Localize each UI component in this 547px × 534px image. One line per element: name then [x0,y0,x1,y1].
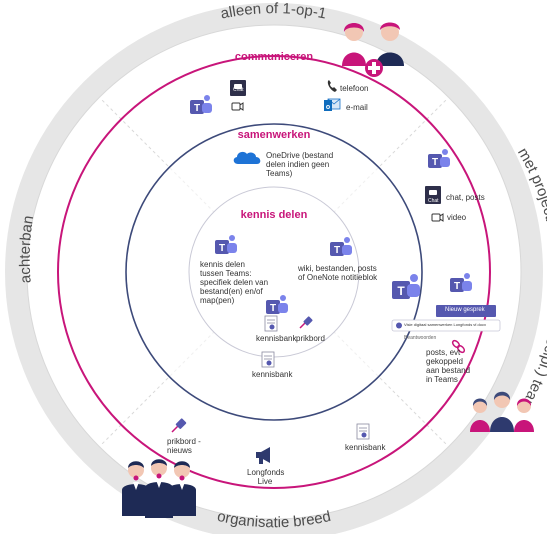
outer-ring [5,3,543,534]
svg-text:T: T [334,245,340,256]
chat-posts-label: chat, posts [446,193,485,202]
teams-icon: T [266,295,288,314]
nieuw-gesprek-button: Nieuw gesprek [445,307,485,313]
sector-dividers [99,97,449,447]
telefoon-label: telefoon [340,84,369,93]
teams-post-mock [391,305,501,332]
svg-text:T: T [270,303,276,314]
document-icon [264,315,278,332]
svg-text:T: T [397,284,405,298]
teams-post-text: Visie digitaal samenwerken Longfonds vf.… [404,322,486,327]
svg-text:o: o [326,104,330,111]
phone-icon [327,80,337,92]
ring-label-left: achterban [17,214,38,284]
teams-icon: T [392,274,420,299]
svg-text:T: T [219,243,225,254]
teams-icon: T [330,237,352,256]
zone-title-samenwerken: samenwerken [238,129,311,141]
document-icon [261,351,275,368]
link-icon [451,339,466,354]
ring-label-bottom: organisatie breed [216,508,333,531]
kennisbank-inner-label: kennisbank [256,334,297,343]
chat-label-small: Chat [233,87,244,93]
onedrive-label: OneDrive (bestand delen indien geen Team… [266,151,334,178]
zone-title-kennis-delen: kennis delen [241,209,308,221]
outlook-icon: o [324,98,341,111]
prikbord-inner-label: prikbord [296,334,325,343]
video-label: video [447,213,467,222]
person-add-icon [342,22,404,77]
pushpin-icon [299,316,313,329]
prikbord-nieuws-label: prikbord - nieuws [167,437,201,455]
chat-icon [425,186,441,204]
svg-text:T: T [432,157,438,168]
wiki-label: wiki, bestanden, posts of OneNote notiti… [298,264,378,282]
svg-text:T: T [454,281,460,292]
email-label: e-mail [346,103,368,112]
kennis-teams-label: kennis delen tussen Teams: specifiek del… [200,260,269,305]
video-camera-icon [431,213,444,222]
beantwoorden-label: Beantwoorden [404,335,437,341]
teams-icon: T [190,95,212,114]
teams-icon: T [450,273,472,292]
kennisbank-mid-label: kennisbank [252,370,293,379]
pushpin-icon [171,418,187,433]
longfonds-live-label: Longfonds Live [247,468,285,486]
document-icon [356,423,370,440]
kennisbank-outer-label: kennisbank [345,443,386,452]
communiceren-circle [57,55,491,489]
organisation-icon [122,459,196,518]
video-camera-icon [231,102,244,111]
teams-icon: T [428,149,450,168]
teams-icon: T [215,235,237,254]
svg-text:T: T [194,103,200,114]
posts-label: posts, evt gekoppeld aan bestand in Team… [426,348,471,384]
chat-icon-label: Chat [428,198,439,204]
zone-title-communiceren: communiceren [235,51,314,63]
onedrive-icon [233,151,261,164]
chat-icon [230,80,246,96]
team-icon [470,391,534,432]
ring-label-top: alleen of 1-op-1 [219,0,328,22]
megaphone-icon [256,447,270,464]
